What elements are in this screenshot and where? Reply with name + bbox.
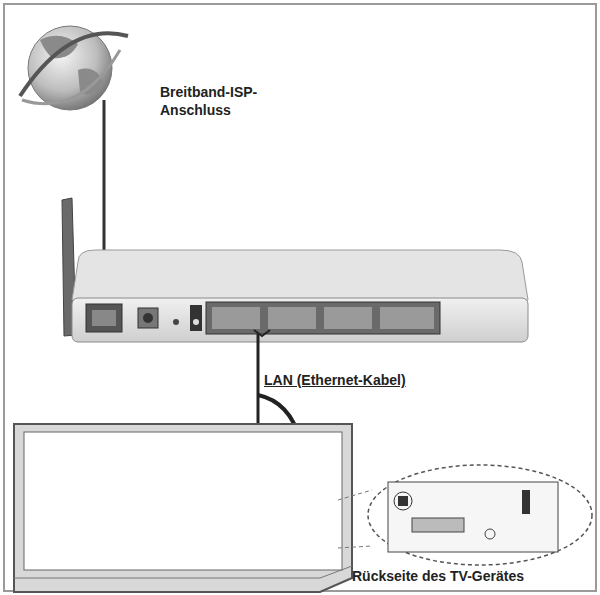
- router: [72, 250, 528, 342]
- frame: [4, 4, 596, 591]
- tv-back-inset: [338, 465, 592, 565]
- isp-label: Breitband-ISP- Anschluss: [160, 84, 285, 119]
- lan-cable: [257, 334, 260, 426]
- globe-icon: [20, 26, 128, 110]
- inset-caption: Rückseite des TV-Gerätes: [352, 568, 524, 586]
- cable-label: LAN (Ethernet-Kabel): [262, 372, 408, 390]
- tv-set: [14, 424, 352, 592]
